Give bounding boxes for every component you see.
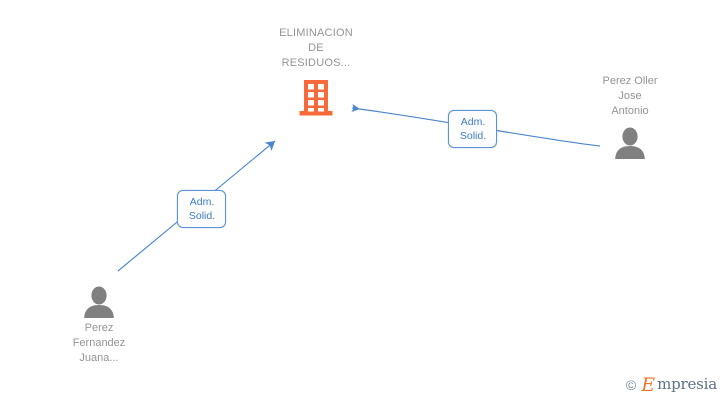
company-name-label: ELIMINACION DE RESIDUOS...	[279, 27, 353, 69]
person-icon	[84, 286, 114, 318]
edge-label-right-line2: Solid.	[459, 130, 487, 142]
person-left-icon-wrap	[24, 282, 174, 318]
empresia-logo-initial: E	[641, 374, 656, 396]
person-node-left[interactable]: Perez Fernandez Juana...	[24, 282, 174, 366]
edge-label-right-line1: Adm.	[460, 116, 486, 128]
empresia-watermark: © E mpresia	[625, 374, 720, 396]
person-node-right[interactable]: Perez Oller Jose Antonio	[555, 74, 705, 159]
edge-label-left[interactable]: Adm. Solid.	[177, 190, 226, 228]
company-icon-wrap	[230, 79, 402, 119]
person-right-name-label: Perez Oller Jose Antonio	[602, 75, 658, 117]
edge-label-left-line1: Adm.	[189, 196, 215, 208]
person-right-icon-wrap	[555, 123, 705, 159]
person-left-name-label: Perez Fernandez Juana...	[72, 322, 126, 364]
edge-label-right[interactable]: Adm. Solid.	[448, 110, 497, 148]
office-building-icon	[299, 80, 333, 116]
company-node[interactable]: ELIMINACION DE RESIDUOS...	[230, 26, 402, 119]
empresia-logo-text: mpresia	[657, 375, 717, 393]
copyright-icon: ©	[625, 376, 637, 393]
person-icon	[615, 127, 645, 159]
edge-label-left-line2: Solid.	[188, 210, 216, 222]
